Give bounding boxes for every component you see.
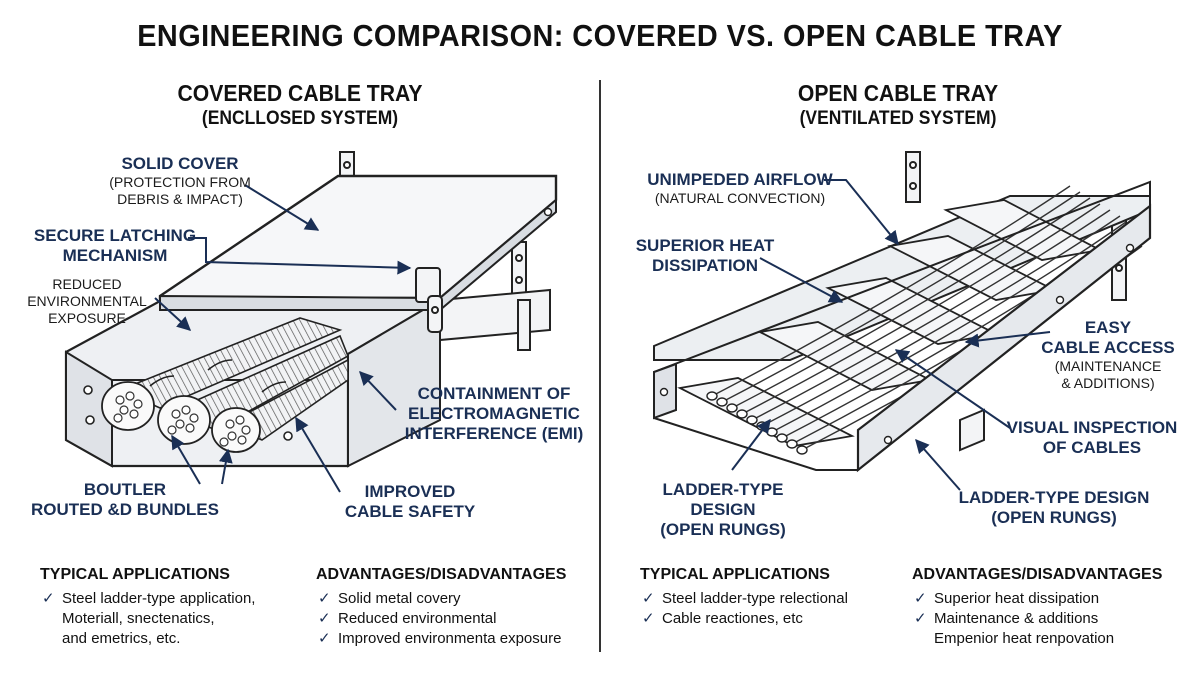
- callout-reduced-exposure: REDUCED ENVIRONMENTAL EXPOSURE: [12, 276, 162, 327]
- covered-tray-illustration: [64, 151, 558, 493]
- left-panel-title: COVERED CABLE TRAY: [177, 80, 423, 106]
- callout-access: EASY CABLE ACCESS (MAINTENANCE & ADDITIO…: [1040, 318, 1176, 392]
- right-applications: TYPICAL APPLICATIONS ✓Steel ladder-type …: [640, 566, 900, 629]
- check-icon: ✓: [318, 630, 331, 647]
- panel-divider: [599, 80, 601, 652]
- check-icon: ✓: [642, 610, 655, 627]
- right-advantages: ADVANTAGES/DISADVANTAGES ✓Superior heat …: [912, 566, 1182, 649]
- section-heading: ADVANTAGES/DISADVANTAGES: [316, 566, 567, 583]
- callout-note: (PROTECTION FROM: [109, 174, 251, 190]
- callout-title: OF CABLES: [1042, 438, 1142, 457]
- check-icon: ✓: [318, 590, 331, 607]
- cable-bundles: [101, 317, 350, 453]
- callout-title: LADDER-TYPE DESIGN: [958, 488, 1150, 507]
- callout-title: SECURE LATCHING: [33, 226, 197, 245]
- callout-inspection: VISUAL INSPECTION OF CABLES: [1004, 418, 1180, 458]
- callout-title: SOLID COVER: [121, 154, 239, 173]
- right-panel-subtitle: (VENTILATED SYSTEM): [799, 108, 997, 129]
- latch-mechanism: [415, 267, 443, 333]
- section-heading: TYPICAL APPLICATIONS: [40, 566, 230, 583]
- callout-emi: CONTAINMENT OF ELECTROMAGNETIC INTERFERE…: [396, 384, 592, 444]
- callout-note: DEBRIS & IMPACT): [117, 191, 243, 207]
- callout-ladder-left: LADDER-TYPE DESIGN (OPEN RUNGS): [628, 480, 818, 540]
- callout-cable-safety: IMPROVED CABLE SAFETY: [330, 482, 490, 522]
- right-panel-title: OPEN CABLE TRAY: [797, 80, 999, 106]
- list-item: Moteriall, snectenatics,: [62, 610, 215, 627]
- callout-bundles: BOUTLER ROUTED &D BUNDLES: [30, 480, 220, 520]
- page-title: ENGINEERING COMPARISON: COVERED VS. OPEN…: [137, 18, 1063, 53]
- callout-title: CONTAINMENT OF: [417, 384, 571, 403]
- callout-title: CABLE SAFETY: [344, 502, 476, 521]
- list-item: ✓Reduced environmental: [318, 610, 497, 627]
- open-tray-illustration: [653, 151, 1152, 491]
- callout-airflow: UNIMPEDED AIRFLOW (NATURAL CONVECTION): [640, 170, 840, 207]
- callout-title: LADDER-TYPE DESIGN: [662, 480, 784, 519]
- callout-title: EASY: [1084, 318, 1132, 337]
- left-panel-subtitle: (ENCLLOSED SYSTEM): [201, 108, 399, 129]
- check-icon: ✓: [318, 610, 331, 627]
- callout-note: EXPOSURE: [48, 310, 126, 326]
- callout-solid-cover: SOLID COVER (PROTECTION FROM DEBRIS & IM…: [90, 154, 270, 208]
- callout-latch: SECURE LATCHING MECHANISM: [30, 226, 200, 266]
- list-item: ✓Solid metal covery: [318, 590, 461, 607]
- callout-title: SUPERIOR HEAT: [635, 236, 775, 255]
- callout-title: ROUTED &D BUNDLES: [31, 500, 219, 519]
- check-icon: ✓: [914, 610, 927, 627]
- callout-title: CABLE ACCESS: [1041, 338, 1175, 357]
- callout-note: (MAINTENANCE: [1054, 358, 1162, 374]
- section-heading: TYPICAL APPLICATIONS: [640, 566, 830, 583]
- list-item: ✓Superior heat dissipation: [914, 590, 1100, 607]
- list-item: ✓Steel ladder-type application,: [42, 590, 256, 607]
- callout-note: ENVIRONMENTAL: [27, 293, 147, 309]
- section-heading: ADVANTAGES/DISADVANTAGES: [912, 566, 1163, 583]
- list-item: and emetrics, etc.: [62, 630, 181, 647]
- list-item: ✓Steel ladder-type relectional: [642, 590, 848, 607]
- list-item: ✓Improved environmenta exposure: [318, 630, 562, 647]
- check-icon: ✓: [642, 590, 655, 607]
- callout-title: IMPROVED: [364, 482, 456, 501]
- callout-title: ELECTROMAGNETIC: [408, 404, 580, 423]
- left-advantages: ADVANTAGES/DISADVANTAGES ✓Solid metal co…: [316, 566, 596, 649]
- callout-title: INTERFERENCE (EMI): [404, 424, 584, 443]
- list-item: Empenior heat renpovation: [934, 630, 1115, 647]
- left-applications: TYPICAL APPLICATIONS ✓Steel ladder-type …: [40, 566, 300, 649]
- callout-note: REDUCED: [52, 276, 122, 292]
- callout-heat: SUPERIOR HEAT DISSIPATION: [630, 236, 780, 276]
- callout-title: DISSIPATION: [651, 256, 759, 275]
- callout-title: VISUAL INSPECTION: [1006, 418, 1178, 437]
- callout-ladder-right: LADDER-TYPE DESIGN (OPEN RUNGS): [954, 488, 1154, 528]
- callout-note: & ADDITIONS): [1061, 375, 1155, 391]
- callout-title: MECHANISM: [62, 246, 168, 265]
- callout-note: (NATURAL CONVECTION): [654, 190, 826, 206]
- check-icon: ✓: [42, 590, 55, 607]
- callout-title: (OPEN RUNGS): [660, 520, 786, 539]
- callout-title: UNIMPEDED AIRFLOW: [647, 170, 833, 189]
- callout-title: (OPEN RUNGS): [991, 508, 1117, 527]
- list-item: ✓Cable reactiones, etc: [642, 610, 803, 627]
- list-item: ✓Maintenance & additions: [914, 610, 1099, 627]
- callout-title: BOUTLER: [83, 480, 167, 499]
- check-icon: ✓: [914, 590, 927, 607]
